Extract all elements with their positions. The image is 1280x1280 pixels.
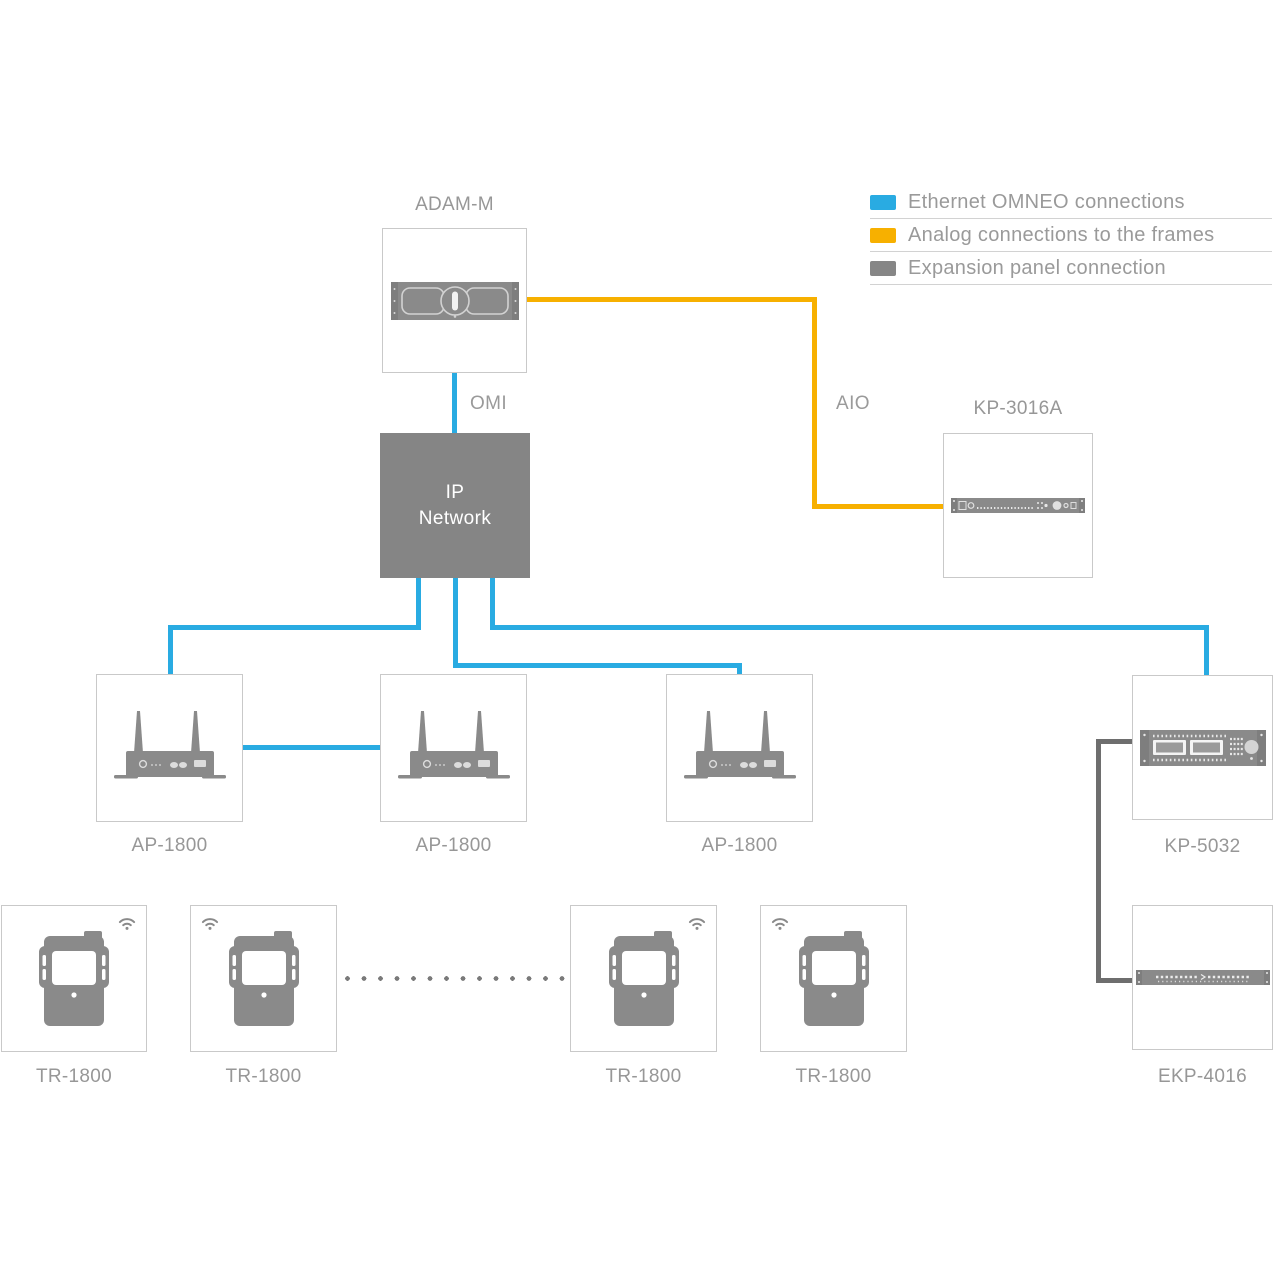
tr-1800-node-4 — [760, 905, 907, 1052]
beltpack-icon — [228, 930, 299, 1026]
ethernet-line-network-to-kp5032 — [490, 578, 495, 630]
beltpack-icon — [39, 930, 109, 1026]
legend-label: Ethernet OMNEO connections — [908, 190, 1185, 213]
keypanel-2u-icon — [1139, 729, 1266, 766]
wifi-icon — [201, 918, 219, 930]
expansion-line-kp5032-to-ekp — [1096, 978, 1132, 983]
beltpack-icon — [798, 930, 869, 1026]
tr-1800-label: TR-1800 — [35, 1066, 113, 1087]
ethernet-line-network-to-kp5032 — [1204, 625, 1209, 675]
analog-line-adam-to-kp3016a — [812, 504, 943, 509]
ekp-4016-label: EKP-4016 — [1157, 1066, 1247, 1087]
access-point-icon — [683, 711, 796, 779]
expansion-line-kp5032-to-ekp — [1096, 739, 1101, 983]
tr-1800-label: TR-1800 — [225, 1066, 302, 1087]
ap-1800-label: AP-1800 — [131, 835, 208, 856]
legend-row-expansion: Expansion panel connection — [870, 252, 1272, 285]
kp-5032-node — [1132, 675, 1273, 820]
ethernet-line-network-to-ap1 — [168, 625, 421, 630]
ethernet-color-swatch — [870, 194, 896, 210]
legend-label: Expansion panel connection — [908, 256, 1166, 279]
wifi-icon — [771, 918, 789, 930]
ekp-4016-node — [1132, 905, 1273, 1050]
ethernet-line-network-to-ap3 — [453, 663, 742, 668]
legend-label: Analog connections to the frames — [908, 223, 1215, 246]
ethernet-line-network-to-kp5032 — [490, 625, 1209, 630]
tr-1800-node-1 — [1, 905, 147, 1052]
analog-line-adam-to-kp3016a — [527, 297, 817, 302]
wifi-icon — [688, 918, 706, 930]
tr-1800-node-3 — [570, 905, 717, 1052]
legend-row-ethernet: Ethernet OMNEO connections — [870, 186, 1272, 219]
ip-network-node: IP Network — [380, 433, 530, 578]
adam-m-label: ADAM-M — [415, 194, 494, 215]
ip-network-label: IP Network — [418, 481, 492, 529]
ethernet-line-network-to-ap3 — [737, 663, 742, 675]
ethernet-line-network-to-ap1 — [168, 625, 173, 674]
ethernet-line-network-to-ap1 — [416, 578, 421, 630]
adam-m-node — [382, 228, 527, 373]
ap-1800-node-3 — [666, 674, 813, 822]
ethernet-line-ap1-to-ap2 — [243, 745, 380, 750]
tr-1800-node-2 — [190, 905, 337, 1052]
ap-1800-node-2 — [380, 674, 527, 822]
legend-row-analog: Analog connections to the frames — [870, 219, 1272, 252]
analog-line-adam-to-kp3016a — [812, 297, 817, 509]
tr-1800-label: TR-1800 — [795, 1066, 872, 1087]
kp-5032-label: KP-5032 — [1164, 836, 1241, 857]
expansion-line-kp5032-to-ekp — [1096, 739, 1132, 744]
ethernet-line-adam-to-network — [452, 373, 457, 433]
wireless-roaming-dotted-line — [344, 975, 572, 982]
tr-1800-label: TR-1800 — [605, 1066, 682, 1087]
ap-1800-label: AP-1800 — [415, 835, 492, 856]
expansion-panel-icon — [1135, 970, 1270, 985]
expansion-color-swatch — [870, 260, 896, 276]
kp-3016a-node — [943, 433, 1093, 578]
keypanel-1u-icon — [951, 498, 1085, 513]
legend: Ethernet OMNEO connections Analog connec… — [870, 186, 1272, 285]
access-point-icon — [113, 711, 226, 779]
ethernet-line-network-to-ap3 — [453, 578, 458, 668]
matrix-frame-icon — [390, 281, 519, 320]
omi-edge-label: OMI — [470, 393, 508, 414]
kp-3016a-label: KP-3016A — [973, 398, 1063, 419]
ap-1800-node-1 — [96, 674, 243, 822]
access-point-icon — [397, 711, 510, 779]
wifi-icon — [118, 918, 136, 930]
aio-edge-label: AIO — [836, 393, 870, 414]
ap-1800-label: AP-1800 — [701, 835, 778, 856]
beltpack-icon — [608, 930, 679, 1026]
analog-color-swatch — [870, 227, 896, 243]
